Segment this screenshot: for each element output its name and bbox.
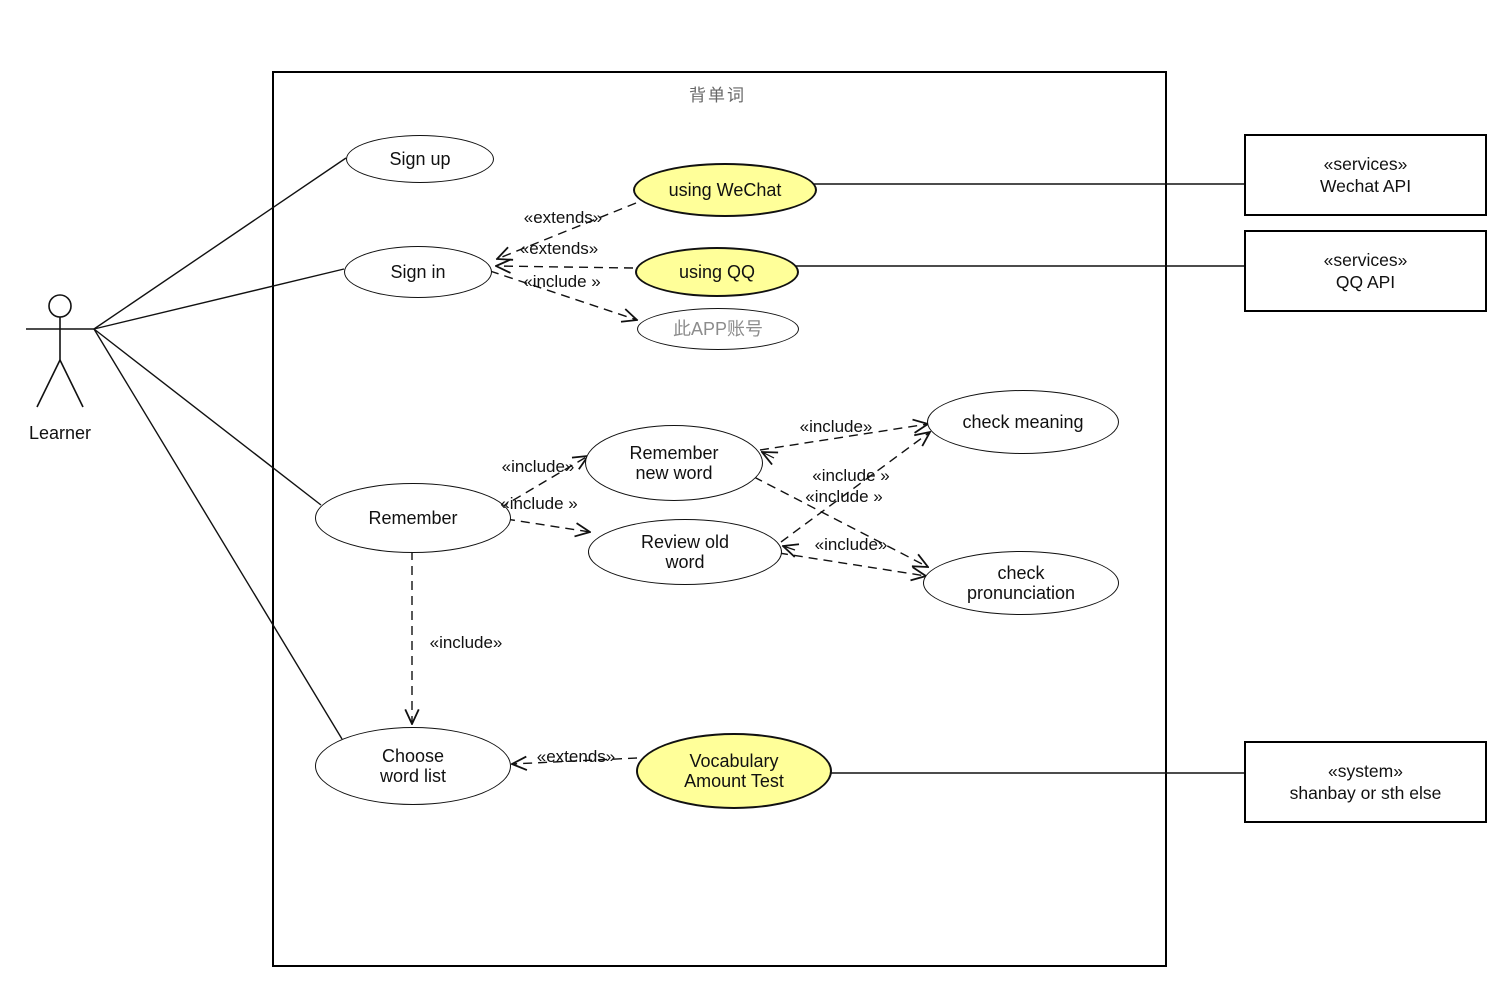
include-arrow-oldword-pronunciation (778, 552, 926, 576)
system-title: 背单词 (689, 86, 746, 105)
external-box-shanbay: «system» shanbay or sth else (1244, 741, 1487, 823)
actor-head (48, 294, 72, 318)
rel-label-include-mid-2: «include » (805, 487, 883, 506)
extends-arrow-wechat-signin (497, 202, 637, 259)
use-case-review-old-word: Review old word (588, 519, 782, 585)
rel-label-include-choose: «include» (429, 633, 503, 652)
extends-arrow-vocabtest-chooselist (512, 758, 638, 764)
use-case-label: Sign in (390, 261, 446, 282)
use-case-label: check pronunciation (966, 562, 1076, 603)
use-case-label: using QQ (678, 261, 756, 282)
external-box-wechat-api: «services» Wechat API (1244, 134, 1487, 216)
system-boundary (272, 71, 1167, 967)
actor-label: Learner (28, 423, 92, 443)
use-case-remember: Remember (315, 483, 511, 553)
include-arrow-remember-newword (499, 456, 588, 509)
use-case-sign-in: Sign in (344, 246, 492, 298)
use-case-label: check meaning (962, 411, 1084, 432)
rel-label-include-new-word: «include» (501, 457, 575, 476)
use-case-check-meaning: check meaning (927, 390, 1119, 454)
use-case-label: Review old word (640, 531, 730, 572)
stereotype-label: «services» (1323, 153, 1408, 174)
use-case-check-pronunciation: check pronunciation (923, 551, 1119, 615)
rel-label-extends-wechat: «extends» (523, 208, 603, 227)
rel-label-extends-vocab: «extends» (536, 747, 616, 766)
association-learner-remember (93, 328, 322, 506)
use-case-label: Choose word list (379, 745, 446, 786)
include-arrow-remember-oldword (505, 518, 590, 532)
use-case-label: Remember new word (629, 442, 719, 483)
rel-label-include-mid-1: «include » (812, 466, 890, 485)
extends-arrow-qq-signin (496, 266, 634, 268)
system-name: QQ API (1335, 271, 1396, 292)
use-case-vocabulary-amount-test: Vocabulary Amount Test (636, 733, 832, 809)
use-case-sign-up: Sign up (346, 135, 494, 183)
arrow-tick-newword (762, 452, 774, 458)
external-box-qq-api: «services» QQ API (1244, 230, 1487, 312)
use-case-label: Vocabulary Amount Test (684, 750, 784, 791)
use-case-label: Sign up (389, 148, 451, 169)
association-learner-chooselist (93, 328, 343, 740)
stereotype-label: «services» (1323, 249, 1408, 270)
stereotype-label: «system» (1328, 760, 1403, 781)
association-learner-signin (93, 268, 345, 330)
rel-label-include-pron-bottom: «include» (814, 535, 888, 554)
use-case-choose-word-list: Choose word list (315, 727, 511, 805)
use-case-label: Remember (368, 507, 458, 528)
rel-label-include-old-word: «include » (500, 494, 578, 513)
rel-label-extends-qq: «extends» (519, 239, 599, 258)
association-learner-signup (93, 157, 347, 330)
rel-label-include-meaning-top: «include» (799, 417, 873, 436)
system-name: Wechat API (1319, 175, 1412, 196)
include-arrow-oldword-meaning (780, 432, 930, 543)
use-case-label: using WeChat (668, 179, 782, 200)
use-case-label: 此APP账号 (672, 318, 764, 339)
actor-figure (26, 294, 94, 408)
include-arrow-signin-appaccount (489, 270, 637, 320)
use-case-remember-new-word: Remember new word (585, 425, 763, 501)
use-case-using-qq: using QQ (635, 247, 799, 297)
arrow-tick-oldword (783, 546, 795, 550)
use-case-app-account: 此APP账号 (637, 308, 799, 350)
include-arrow-newword-meaning (759, 424, 928, 451)
rel-label-include-app-account: «include » (523, 272, 601, 291)
system-name: shanbay or sth else (1289, 782, 1442, 803)
include-arrow-newword-pronunciation (753, 476, 928, 567)
use-case-using-wechat: using WeChat (633, 163, 817, 217)
